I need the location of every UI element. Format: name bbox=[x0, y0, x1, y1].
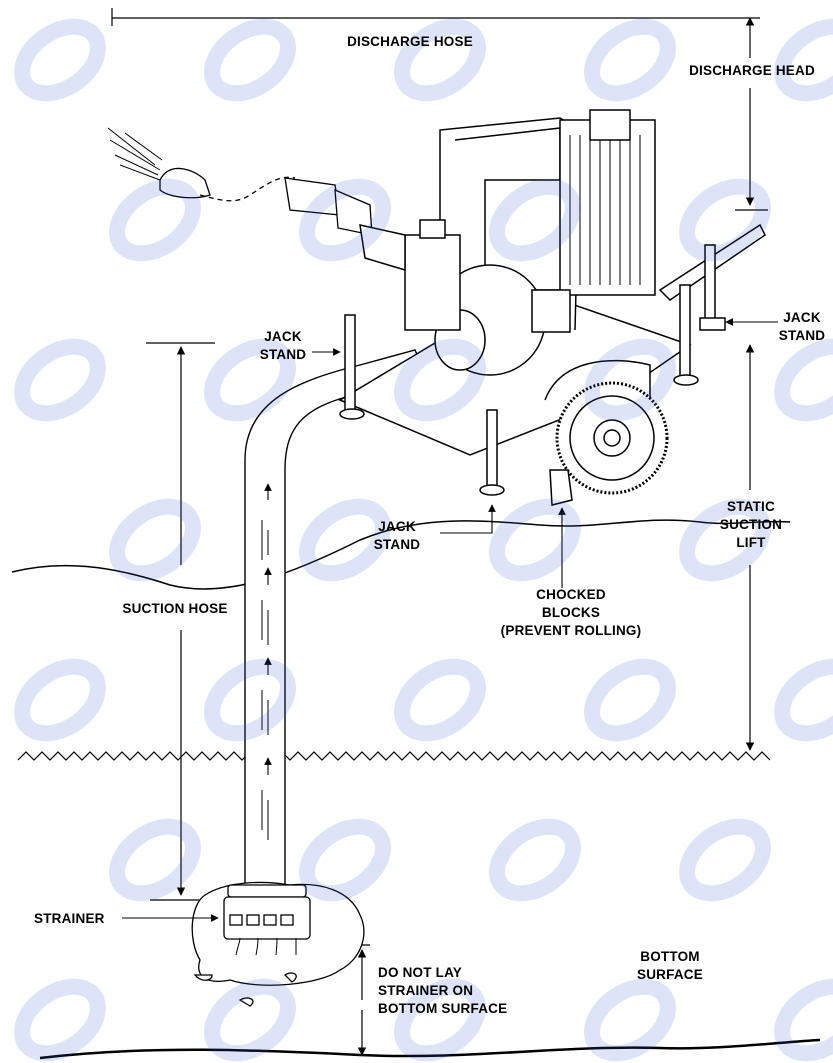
discharge-hose bbox=[159, 167, 373, 236]
water-surface bbox=[17, 751, 771, 761]
ground-line bbox=[11, 519, 791, 590]
suction-hose bbox=[244, 349, 426, 891]
jack-stand-left-label: JACK STAND bbox=[259, 329, 307, 362]
suction-hose-label: SUCTION HOSE bbox=[122, 601, 228, 616]
bottom-surface-label: BOTTOM SURFACE bbox=[637, 949, 703, 982]
discharge-hose-label: DISCHARGE HOSE bbox=[347, 34, 473, 49]
do-not-lay-label: DO NOT LAY STRAINER ON BOTTOM SURFACE bbox=[378, 965, 508, 1016]
bottom-surface-line bbox=[39, 1038, 821, 1060]
chocked-blocks-label: CHOCKED BLOCKS (PREVENT ROLLING) bbox=[500, 587, 642, 638]
spray-nozzle-icon bbox=[107, 127, 163, 181]
discharge-head-label: DISCHARGE HEAD bbox=[689, 63, 815, 78]
static-suction-lift-label: STATIC SUCTION LIFT bbox=[719, 499, 783, 550]
jack-stand-right-label: JACK STAND bbox=[778, 310, 826, 343]
strainer-label: STRAINER bbox=[34, 911, 105, 926]
pump-trailer-illustration bbox=[338, 109, 766, 506]
strainer-icon bbox=[191, 881, 365, 1007]
suction-hose-dimension bbox=[146, 342, 250, 901]
jack-stand-bottom-label: JACK STAND bbox=[373, 519, 421, 552]
discharge-head-dimension bbox=[111, 8, 768, 211]
label-leaders bbox=[122, 318, 778, 922]
